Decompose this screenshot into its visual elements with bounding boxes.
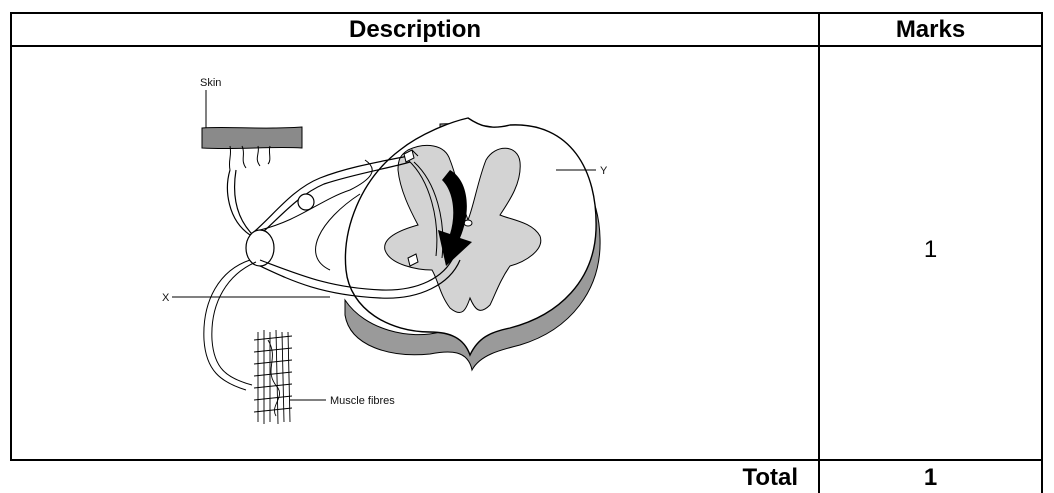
total-label: Total [600,462,798,493]
total-value: 1 [820,462,1041,493]
table-left-border [10,12,12,461]
marks-header: Marks [820,14,1041,45]
x-label: X [162,292,170,304]
skin-nerve-endings [229,146,270,170]
header-bottom-border [10,45,1043,47]
table-right-border [1041,12,1043,493]
y-label: Y [600,165,608,177]
row-bottom-border [10,459,1043,461]
skin-label: Skin [200,77,221,89]
description-header: Description [12,14,818,45]
muscle-fibres-label: Muscle fibres [330,395,395,407]
reflex-arc-diagram: Skin X Y Muscle fibres [150,70,630,440]
sensory-cell-body [298,194,314,210]
skin-layer [202,127,302,149]
nerve-to-muscle [204,260,256,390]
muscle-fibres [254,330,292,424]
row-marks-value: 1 [820,236,1041,264]
